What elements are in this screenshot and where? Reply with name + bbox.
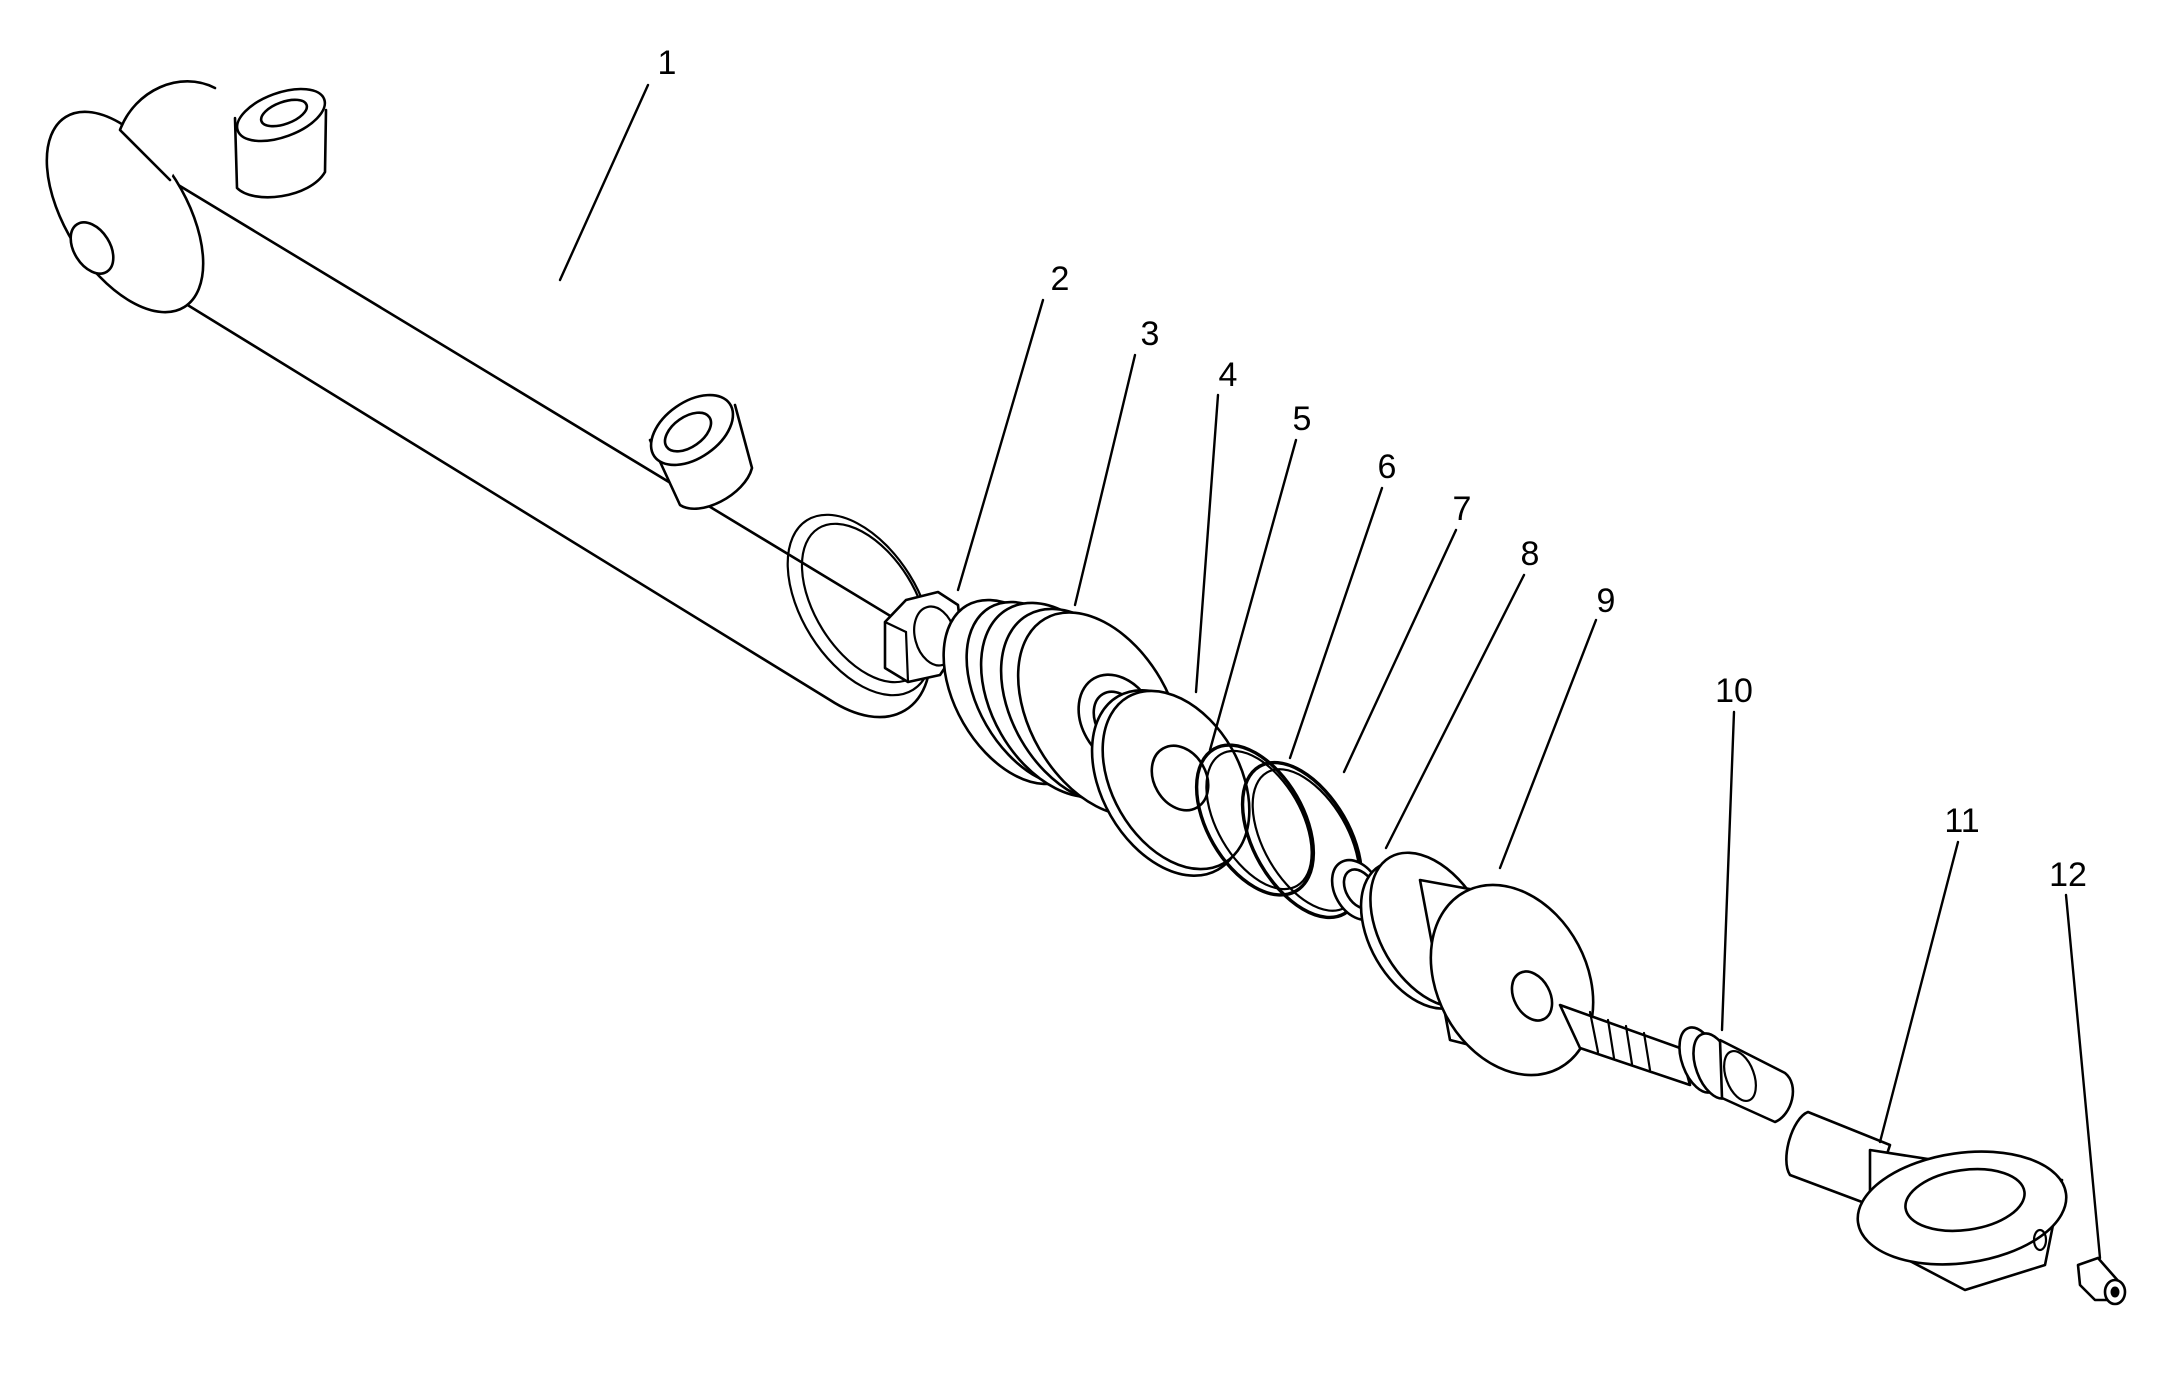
callout-12: 12 [2049, 856, 2087, 894]
leader-2 [956, 298, 1045, 592]
leader-7 [1342, 528, 1458, 774]
o-ring [1194, 743, 1316, 897]
leader-3 [1073, 353, 1137, 607]
callout-4: 4 [1219, 356, 1238, 394]
leader-5 [1208, 438, 1298, 752]
callout-5: 5 [1293, 400, 1312, 438]
piston-rod [1558, 1003, 1795, 1124]
gland [1359, 851, 1595, 1077]
callout-3: 3 [1141, 315, 1160, 353]
leader-9 [1498, 618, 1598, 870]
leader-1 [558, 83, 650, 282]
callout-10: 10 [1715, 672, 1753, 710]
cylinder-barrel [45, 80, 934, 719]
callout-7: 7 [1453, 490, 1472, 528]
callout-1: 1 [658, 44, 677, 82]
leader-lines [558, 83, 2102, 1260]
rod-end [1785, 1110, 2068, 1292]
leader-4 [1194, 393, 1220, 694]
callout-2: 2 [1051, 260, 1070, 298]
callout-11: 11 [1944, 802, 1979, 840]
callout-8: 8 [1521, 535, 1540, 573]
callouts: 1 2 3 4 5 6 7 8 9 10 11 12 [658, 44, 2087, 894]
leader-10 [1720, 710, 1736, 1032]
grease-fitting [2076, 1256, 2127, 1306]
leader-12 [2064, 893, 2102, 1260]
callout-9: 9 [1597, 582, 1616, 620]
leader-8 [1384, 573, 1526, 850]
leader-6 [1288, 486, 1384, 760]
callout-6: 6 [1378, 448, 1397, 486]
leader-11 [1878, 840, 1960, 1144]
